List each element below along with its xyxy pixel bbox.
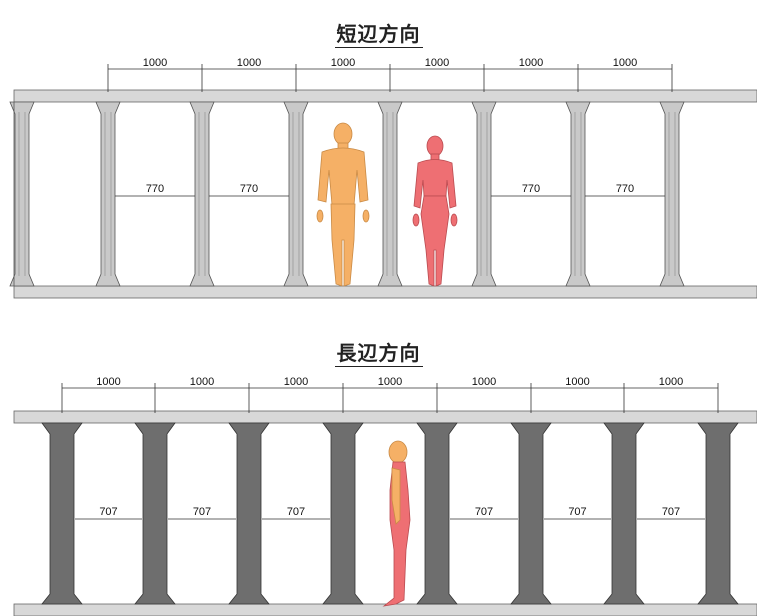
short-column	[377, 101, 403, 287]
short-gap-dim-label: 770	[522, 183, 540, 195]
long-gap-dim-label: 707	[287, 506, 305, 518]
short-bottom-slab	[13, 285, 757, 299]
long-top-dim-label: 1000	[284, 376, 308, 388]
long-side-title: 長辺方向	[334, 341, 423, 367]
long-bottom-slab	[13, 603, 757, 616]
short-gap-dim-label: 770	[146, 183, 164, 195]
short-column	[189, 101, 215, 287]
long-top-dim-label: 1000	[659, 376, 683, 388]
long-side-section: 1000 1000 1000 1000 1000 1000 1000 707 707 707 707…	[13, 376, 757, 616]
long-column	[41, 422, 83, 605]
long-column	[228, 422, 270, 605]
long-top-dim-label: 1000	[96, 376, 120, 388]
long-gap-dim-label: 707	[193, 506, 211, 518]
short-column	[659, 101, 685, 287]
short-column	[565, 101, 591, 287]
long-column	[416, 422, 458, 605]
short-top-dim-label: 1000	[143, 57, 167, 69]
long-top-dim-label: 1000	[190, 376, 214, 388]
long-top-dim-label: 1000	[472, 376, 496, 388]
long-gap-dim-label: 707	[568, 506, 586, 518]
short-top-slab	[13, 89, 757, 103]
short-side-section: 1000 1000 1000 1000 1000 1000 770 770 770 770	[9, 57, 757, 299]
short-column	[471, 101, 497, 287]
human-figure-side	[382, 440, 411, 607]
short-top-dim-label: 1000	[613, 57, 637, 69]
long-column	[322, 422, 364, 605]
short-top-dim-label: 1000	[519, 57, 543, 69]
short-column	[283, 101, 309, 287]
short-column	[9, 101, 35, 287]
long-gap-dim-label: 707	[99, 506, 117, 518]
human-figure-front-male	[316, 122, 370, 287]
short-top-dim-label: 1000	[237, 57, 261, 69]
short-top-dim-label: 1000	[425, 57, 449, 69]
long-top-dim-label: 1000	[565, 376, 589, 388]
short-gap-dim-label: 770	[616, 183, 634, 195]
short-side-title: 短辺方向	[334, 22, 423, 48]
long-gap-dim-label: 707	[475, 506, 493, 518]
long-column	[603, 422, 645, 605]
long-top-dim-label: 1000	[378, 376, 402, 388]
short-gap-dim-label: 770	[240, 183, 258, 195]
short-top-dim-label: 1000	[331, 57, 355, 69]
long-column	[697, 422, 739, 605]
long-column	[134, 422, 176, 605]
short-column	[95, 101, 121, 287]
long-top-slab	[13, 410, 757, 424]
human-figure-front-female	[412, 135, 458, 287]
long-gap-dim-label: 707	[662, 506, 680, 518]
long-column	[510, 422, 552, 605]
